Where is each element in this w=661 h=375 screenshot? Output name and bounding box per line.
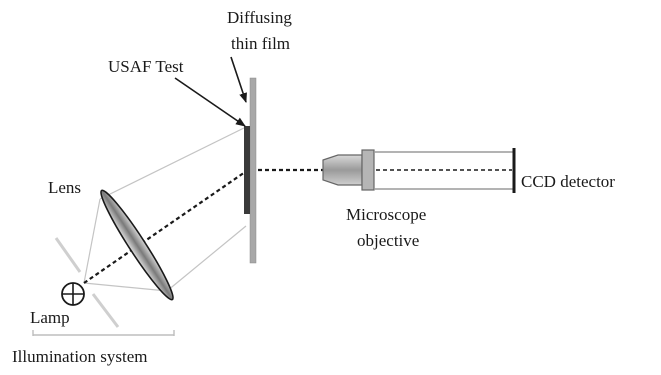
diffusing-film-label-line2: thin film (231, 34, 290, 53)
ccd-tube (374, 148, 516, 193)
ray-lamp-to-lens-bottom (83, 282, 168, 292)
microscope-objective-icon (322, 149, 375, 191)
light-rays (83, 126, 247, 292)
lens-icon (100, 189, 174, 301)
ray-lens-top-to-target (99, 126, 247, 200)
illumination-system-label: Illumination system (12, 347, 148, 366)
diffusing-film-arrow (230, 56, 247, 103)
lamp-icon (61, 282, 85, 306)
ray-lens-bottom-to-target (166, 225, 247, 292)
usaf-test-label: USAF Test (108, 57, 184, 76)
lens-label: Lens (48, 178, 81, 197)
usaf-test-target (244, 126, 250, 214)
optical-axis-illumination (83, 169, 249, 284)
microscope-objective-label-line1: Microscope (346, 205, 426, 224)
lamp-label: Lamp (30, 308, 70, 327)
usaf-test-arrow (174, 77, 246, 127)
ray-lamp-to-lens-top (83, 198, 101, 284)
diffusing-film-label-line1: Diffusing (227, 8, 292, 27)
microscope-objective-label-line2: objective (357, 231, 419, 250)
diffusing-thin-film (249, 77, 257, 264)
lamp-reflector-lower (91, 293, 120, 328)
lamp-reflector-upper (54, 237, 82, 273)
ccd-detector-label: CCD detector (521, 172, 615, 191)
illumination-system-bracket (32, 330, 175, 336)
